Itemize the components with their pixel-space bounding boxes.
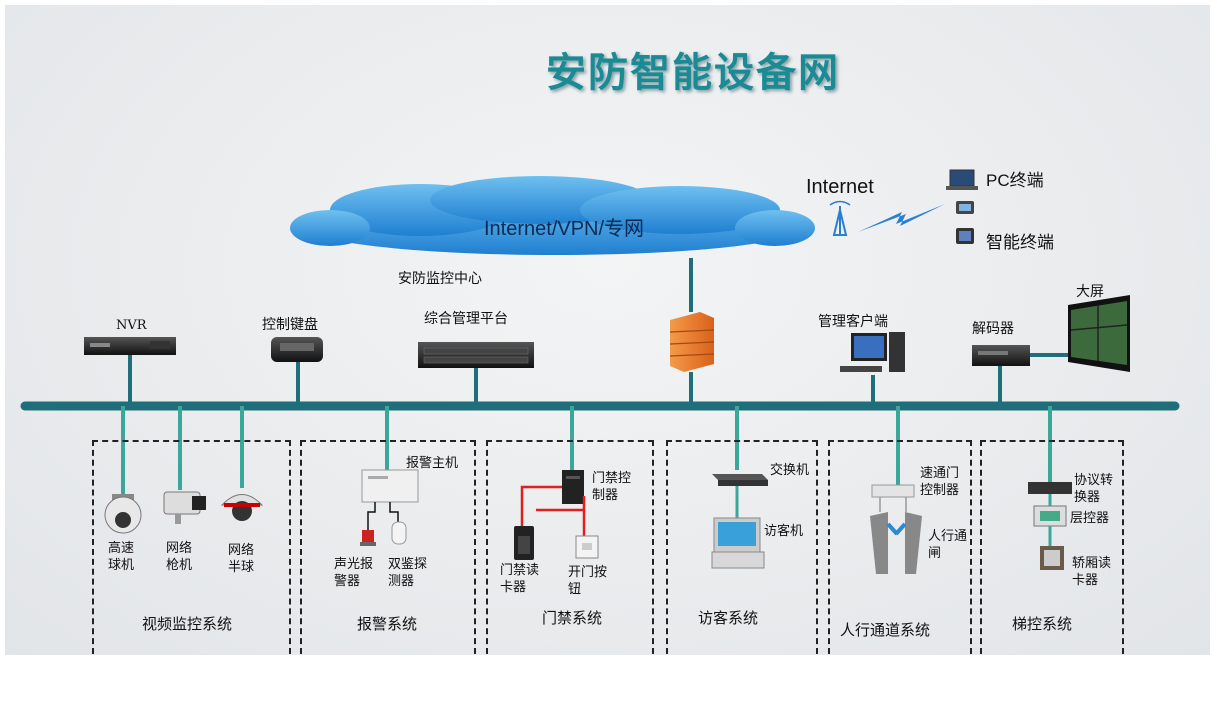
floor-controller-label: 层控器 — [1070, 511, 1110, 526]
firewall-icon — [669, 312, 715, 372]
dome-camera-label: 高速球机 — [108, 541, 135, 573]
platform-server-icon — [418, 342, 534, 368]
nvr-device-icon — [84, 337, 176, 355]
elevator-system-name: 梯控系统 — [1012, 615, 1073, 633]
alarm-system-box — [300, 440, 476, 654]
access-system-box — [486, 440, 654, 654]
alarm-host-label: 报警主机 — [406, 456, 459, 471]
access-controller-label: 门禁控制器 — [592, 471, 632, 503]
siren-icon — [360, 530, 376, 546]
decoder-label: 解码器 — [972, 321, 1014, 337]
alarm-wiring — [367, 502, 399, 530]
cloud-label: Internet/VPN/专网 — [484, 218, 645, 240]
pc-terminal-icon — [946, 169, 978, 190]
car-card-reader-icon — [1040, 546, 1064, 570]
gate-wiring — [879, 497, 907, 512]
monitoring-center-label: 安防监控中心 — [398, 271, 482, 287]
hemisphere-camera-label: 网络半球 — [228, 543, 255, 575]
card-reader-icon — [514, 526, 534, 560]
client-label: 管理客户端 — [818, 314, 888, 330]
alarm-system-name: 报警系统 — [357, 615, 418, 633]
car-reader-label: 轿厢读卡器 — [1072, 556, 1112, 588]
internet-label: Internet — [806, 176, 874, 198]
world-map-background — [5, 5, 1210, 655]
access-system-name: 门禁系统 — [542, 609, 603, 627]
passage-system-name: 人行通道系统 — [840, 621, 931, 639]
gate-controller-label: 速通门控制器 — [920, 466, 960, 498]
video-system-name: 视频监控系统 — [142, 615, 233, 633]
box-camera-icon — [163, 491, 206, 524]
gate-label: 人行通闸 — [928, 529, 968, 561]
dual-detector-icon — [391, 521, 407, 545]
video-system-box — [92, 440, 291, 654]
platform-label: 综合管理平台 — [424, 311, 508, 327]
speed-dome-camera-icon — [104, 494, 142, 534]
siren-label: 声光报警器 — [334, 557, 374, 589]
gate-controller-icon — [871, 484, 915, 498]
protocol-converter-icon — [1028, 482, 1072, 494]
detector-label: 双鉴探测器 — [388, 557, 428, 589]
elevator-system-box — [980, 440, 1124, 654]
keyboard-label: 控制键盘 — [262, 317, 318, 333]
switch-label: 交换机 — [770, 463, 810, 478]
passage-system-box — [828, 440, 972, 654]
visitor-system-box — [666, 440, 818, 654]
smart-terminal-label: 智能终端 — [986, 233, 1054, 252]
converter-label: 协议转换器 — [1074, 473, 1114, 505]
big-screen-icon — [1068, 295, 1130, 372]
access-wiring — [520, 485, 586, 536]
network-cloud — [290, 176, 815, 255]
kiosk-label: 访客机 — [764, 524, 804, 539]
access-controller-icon — [562, 470, 584, 504]
turnstile-gate-icon — [870, 512, 922, 574]
network-switch-icon — [712, 474, 768, 486]
screen-label: 大屏 — [1076, 284, 1104, 300]
subsystem-links — [121, 406, 1052, 496]
pc-terminal-label: PC终端 — [986, 171, 1044, 190]
top-device-links — [128, 353, 1068, 406]
hemisphere-camera-icon — [220, 494, 264, 521]
smart-terminal-icon — [956, 228, 974, 244]
tablet-terminal-icon — [956, 201, 974, 214]
visitor-system-name: 访客系统 — [698, 609, 759, 627]
decoder-device-icon — [972, 345, 1030, 366]
box-camera-label: 网络枪机 — [166, 541, 193, 573]
wireless-lightning-icon — [858, 204, 945, 232]
control-keyboard-icon — [271, 337, 323, 362]
management-client-pc-icon — [840, 332, 905, 372]
diagram-title: 安防智能设备网 — [546, 49, 840, 96]
antenna-tower-icon — [829, 200, 851, 236]
card-reader-label: 门禁读卡器 — [500, 563, 540, 595]
visitor-kiosk-icon — [711, 517, 765, 569]
exit-button-label: 开门按钮 — [568, 565, 608, 597]
nvr-label: NVR — [116, 318, 147, 333]
exit-button-icon — [575, 535, 599, 559]
